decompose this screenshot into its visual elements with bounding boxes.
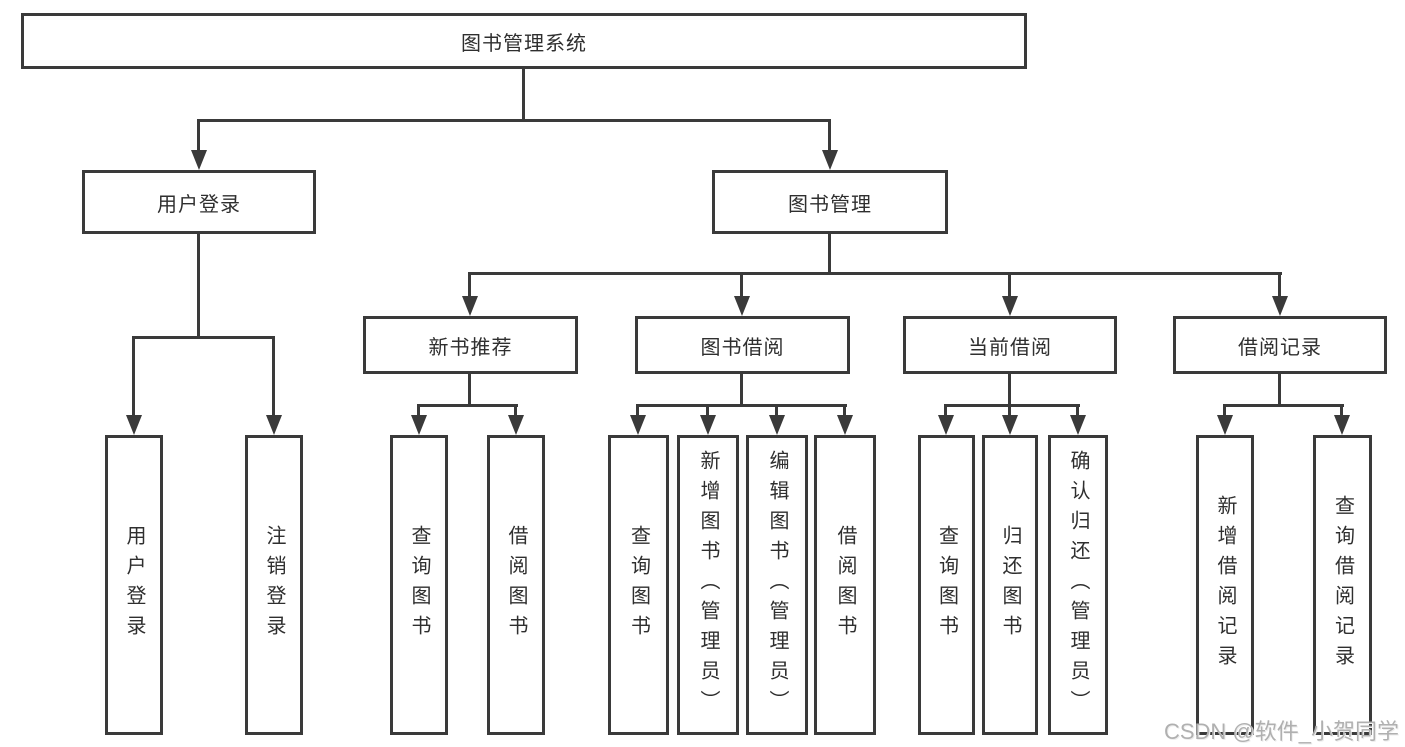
connector-to-nb-search [417,404,420,418]
arrowhead-cb-search [938,415,954,435]
connector-to-ul-logout [272,336,275,417]
node-new-book-rec-label: 新书推荐 [428,336,513,359]
arrowhead-user-login [191,150,207,170]
connector-to-cb-return [1008,404,1011,418]
connector-book-borrow-distributor [636,404,847,407]
arrowhead-bb-search [630,415,646,435]
csdn-watermark: CSDN @软件_小贺同学 [1163,719,1399,744]
connector-borrow-record-distributor [1223,404,1344,407]
node-nb-search-label: 查询图书 [408,525,430,645]
arrowhead-bb-add [700,415,716,435]
connector-to-bb-search [636,404,639,418]
arrowhead-nb-search [411,415,427,435]
node-bb-borrow: 借阅图书 [814,435,876,735]
node-current-borrow-label: 当前借阅 [968,336,1052,359]
connector-to-cb-search [944,404,947,418]
node-user-login: 用户登录 [82,170,316,234]
node-br-search-label: 查询借阅记录 [1331,495,1354,675]
node-book-mgmt: 图书管理 [712,170,948,234]
node-user-login-label: 用户登录 [157,193,241,216]
connector-to-br-search [1340,404,1343,418]
arrowhead-cb-confirm [1070,415,1086,435]
arrowhead-bb-borrow [837,415,853,435]
node-nb-borrow-label: 借阅图书 [505,525,527,645]
connector-to-ul-login [132,336,135,417]
arrowhead-book-mgmt [822,150,838,170]
connector-new-book-rec-distributor [417,404,518,407]
node-cb-confirm: 确认归还（管理员） [1048,435,1108,735]
connector-to-book-mgmt [828,119,831,152]
node-new-book-rec: 新书推荐 [363,316,578,374]
node-ul-login: 用户登录 [105,435,163,735]
node-book-mgmt-label: 图书管理 [788,193,872,216]
arrowhead-ul-login [126,415,142,435]
connector-current-borrow-distributor [944,404,1080,407]
arrowhead-ul-logout [266,415,282,435]
node-br-add-label: 新增借阅记录 [1214,495,1236,675]
connector-to-br-add [1223,404,1226,418]
connector-to-bb-edit [775,404,778,418]
node-bb-add-label: 新增图书（管理员） [697,450,719,720]
node-borrow-record-label: 借阅记录 [1238,336,1322,359]
connector-root-stub [522,68,525,121]
connector-new-book-rec-stub [468,374,471,407]
node-bb-search-label: 查询图书 [627,525,650,645]
node-cb-return-label: 归还图书 [999,525,1021,645]
arrowhead-book-borrow [734,296,750,316]
node-borrow-record: 借阅记录 [1173,316,1387,374]
arrowhead-current-borrow [1002,296,1018,316]
node-ul-login-label: 用户登录 [123,525,145,645]
arrowhead-br-add [1217,415,1233,435]
node-bb-borrow-label: 借阅图书 [834,525,856,645]
node-root: 图书管理系统 [21,13,1027,69]
connector-user-login-distributor [132,336,275,339]
connector-to-cb-confirm [1076,404,1079,418]
arrowhead-nb-borrow [508,415,524,435]
node-ul-logout-label: 注销登录 [263,525,285,645]
node-cb-search: 查询图书 [918,435,975,735]
connector-to-user-login [197,119,200,152]
arrowhead-cb-return [1002,415,1018,435]
node-root-label: 图书管理系统 [461,32,587,55]
connector-to-book-borrow [740,272,743,298]
node-nb-borrow: 借阅图书 [487,435,545,735]
connector-to-nb-borrow [514,404,517,418]
node-bb-edit-label: 编辑图书（管理员） [766,450,788,720]
node-nb-search: 查询图书 [390,435,448,735]
connector-to-current-borrow [1008,272,1011,298]
connector-to-bb-borrow [843,404,846,418]
node-bb-edit: 编辑图书（管理员） [746,435,808,735]
connector-to-bb-add [706,404,709,418]
node-cb-confirm-label: 确认归还（管理员） [1067,450,1089,720]
connector-root-distributor [197,119,831,122]
connector-book-mgmt-distributor [468,272,1282,275]
connector-to-new-book-rec [468,272,471,298]
arrowhead-bb-edit [769,415,785,435]
connector-borrow-record-stub [1278,374,1281,407]
connector-book-mgmt-stub [828,234,831,275]
node-book-borrow-label: 图书借阅 [700,336,785,359]
node-cb-search-label: 查询图书 [935,525,958,645]
node-ul-logout: 注销登录 [245,435,303,735]
connector-user-login-stub [197,234,200,339]
arrowhead-borrow-record [1272,296,1288,316]
node-bb-add: 新增图书（管理员） [677,435,739,735]
node-cb-return: 归还图书 [982,435,1038,735]
node-current-borrow: 当前借阅 [903,316,1117,374]
arrowhead-br-search [1334,415,1350,435]
node-bb-search: 查询图书 [608,435,669,735]
node-br-search: 查询借阅记录 [1313,435,1372,735]
connector-book-borrow-stub [740,374,743,407]
arrowhead-new-book-rec [462,296,478,316]
node-br-add: 新增借阅记录 [1196,435,1254,735]
node-book-borrow: 图书借阅 [635,316,850,374]
connector-current-borrow-stub [1008,374,1011,407]
connector-to-borrow-record [1278,272,1281,298]
